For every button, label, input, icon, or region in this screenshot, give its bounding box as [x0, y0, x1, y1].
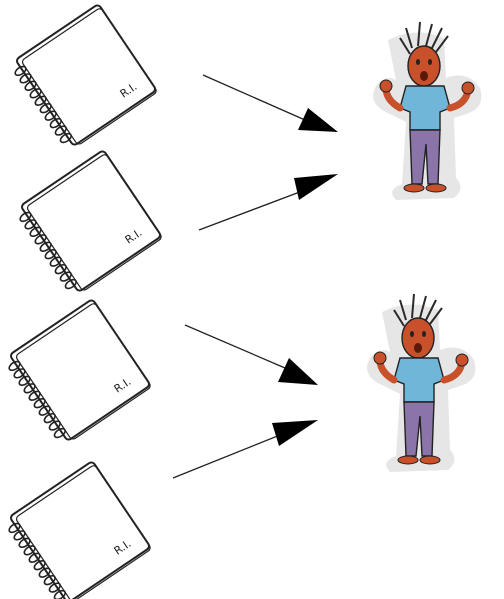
notebook-1: R.I. — [7, 2, 159, 154]
confused-person-icon — [367, 294, 475, 472]
arrow-2 — [198, 174, 338, 231]
arrow-3 — [184, 324, 318, 385]
arrow-4 — [172, 420, 318, 479]
notebook-2: R.I. — [12, 148, 164, 300]
notebook-4: R.I. — [1, 459, 153, 599]
arrow-1 — [202, 74, 338, 132]
confused-person-icon — [373, 22, 481, 200]
notebook-3: R.I. — [1, 297, 153, 449]
